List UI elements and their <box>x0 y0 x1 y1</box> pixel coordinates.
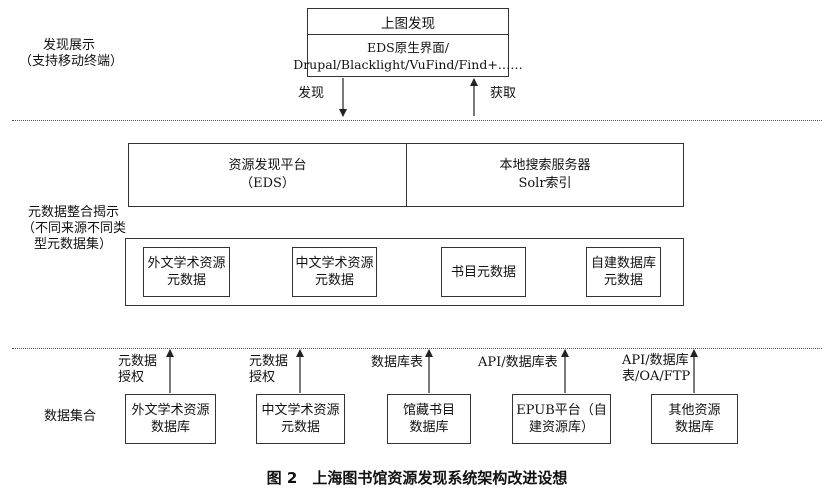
source-foreign: 外文学术资源数据库 <box>125 394 216 444</box>
source-catalog: 馆藏书目数据库 <box>387 394 471 444</box>
solr-line1: 本地搜索服务器 <box>499 158 591 173</box>
eds-line1: 资源发现平台 <box>228 158 307 173</box>
discovery-interface-box: 上图发现 EDS原生界面/ Drupal/Blacklight/VuFind/F… <box>293 8 523 77</box>
separator-top <box>12 120 822 121</box>
interface-line1: EDS原生界面/ <box>367 40 449 55</box>
figure-caption: 图 2 上海图书馆资源发现系统架构改进设想 <box>266 469 568 487</box>
eds-line2: （EDS） <box>240 176 295 191</box>
solr-server: 本地搜索服务器 Solr索引 <box>407 144 683 206</box>
eds-platform: 资源发现平台 （EDS） <box>129 144 407 206</box>
arrow-label-epub: API/数据库表 <box>478 355 558 370</box>
display-sub-label: （支持移动终端） <box>19 54 124 69</box>
metadata-catalog: 书目元数据 <box>441 247 526 297</box>
integration-label: 元数据整合揭示 <box>28 205 120 220</box>
interface-body: EDS原生界面/ Drupal/Blacklight/VuFind/Find+…… <box>293 36 523 76</box>
platform-row: 资源发现平台 （EDS） 本地搜索服务器 Solr索引 <box>128 143 684 207</box>
separator-bottom <box>12 348 822 349</box>
source-other: 其他资源数据库 <box>651 394 738 444</box>
metadata-chinese: 中文学术资源元数据 <box>292 247 377 297</box>
metadata-selfbuilt: 自建数据库元数据 <box>586 247 661 297</box>
source-chinese: 中文学术资源元数据 <box>256 394 345 444</box>
arrow-label-chinese: 元数据授权 <box>249 354 289 385</box>
arrow-label-other: API/数据库表/OA/FTP <box>622 353 691 384</box>
acquire-label: 获取 <box>490 86 517 101</box>
discover-label: 发现 <box>298 86 325 101</box>
collection-label: 数据集合 <box>44 409 97 424</box>
interface-header: 上图发现 <box>308 9 508 35</box>
interface-line2: Drupal/Blacklight/VuFind/Find+…… <box>293 57 523 72</box>
integration-sub1-label: （不同来源不同类 <box>22 221 127 236</box>
source-epub: EPUB平台（自建资源库） <box>512 394 611 444</box>
integration-sub2-label: 型元数据集） <box>34 237 113 252</box>
solr-line2: Solr索引 <box>518 176 572 191</box>
arrow-label-foreign: 元数据授权 <box>118 354 158 385</box>
metadata-foreign: 外文学术资源元数据 <box>143 247 230 297</box>
display-label: 发现展示 <box>43 38 96 53</box>
interface-header-text: 上图发现 <box>381 15 435 32</box>
arrow-label-catalog: 数据库表 <box>371 355 424 370</box>
